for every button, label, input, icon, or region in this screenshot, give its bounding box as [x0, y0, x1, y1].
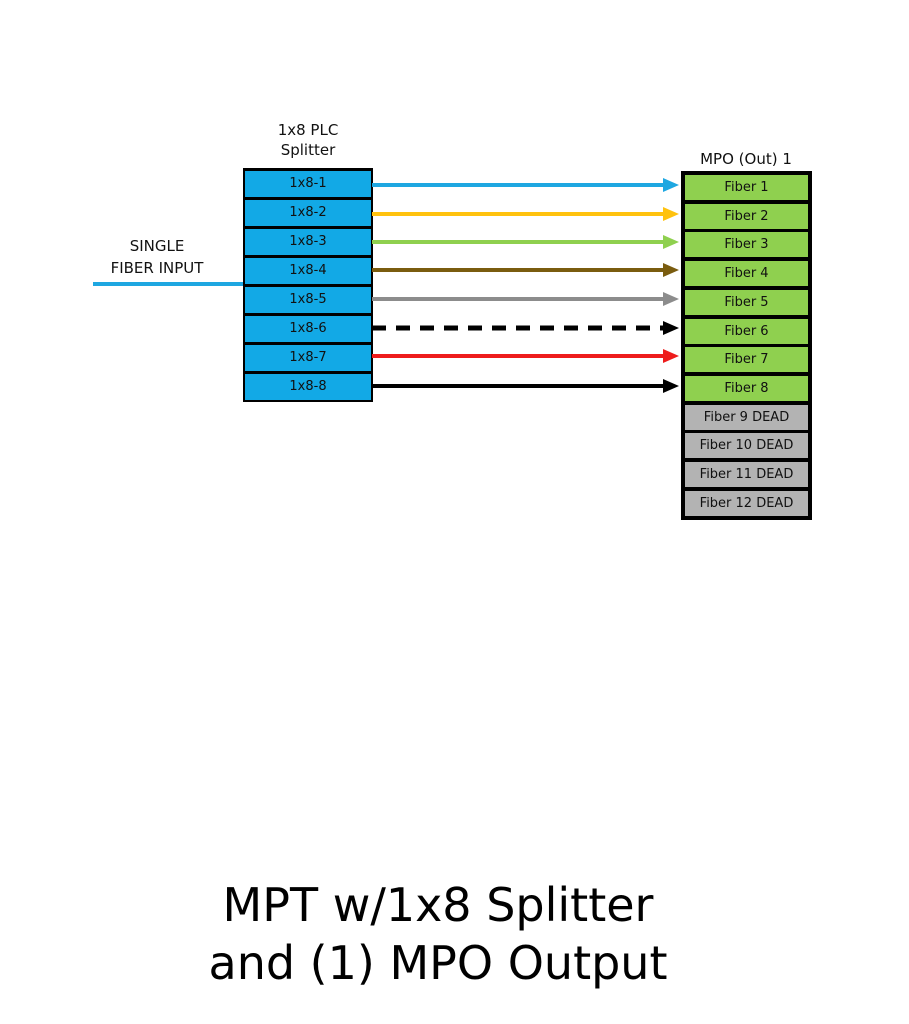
splitter-port: 1x8-4 [245, 258, 371, 284]
mpo-fiber-live: Fiber 7 [685, 347, 808, 372]
mpo-fiber-live: Fiber 4 [685, 261, 808, 286]
mpo-fiber-live: Fiber 2 [685, 204, 808, 229]
splitter-title: 1x8 PLC Splitter [243, 120, 373, 160]
arrowhead [663, 178, 679, 192]
input-label: SINGLE FIBER INPUT [97, 235, 217, 279]
input-label-line1: SINGLE [129, 237, 185, 255]
splitter-port: 1x8-6 [245, 316, 371, 342]
mpo-fiber-live: Fiber 8 [685, 376, 808, 401]
mpo-fiber-live: Fiber 3 [685, 232, 808, 257]
splitter-port: 1x8-8 [245, 374, 371, 400]
splitter-box: 1x8-1 1x8-2 1x8-3 1x8-4 1x8-5 1x8-6 1x8-7 1x8-8 [243, 168, 373, 402]
mpo-title: MPO (Out) 1 [700, 150, 792, 168]
arrowhead [663, 321, 679, 335]
caption-line2: and (1) MPO Output [208, 936, 668, 990]
mpo-fiber-live: Fiber 6 [685, 319, 808, 344]
arrowhead [663, 292, 679, 306]
arrowhead [663, 349, 679, 363]
splitter-port: 1x8-2 [245, 200, 371, 226]
mpo-fiber-live: Fiber 5 [685, 290, 808, 315]
arrowhead [663, 263, 679, 277]
splitter-port: 1x8-5 [245, 287, 371, 313]
splitter-title-line2: Splitter [280, 141, 336, 159]
arrowhead [663, 207, 679, 221]
splitter-port: 1x8-7 [245, 345, 371, 371]
mpo-fiber-dead: Fiber 10 DEAD [685, 433, 808, 458]
diagram-caption: MPT w/1x8 Splitter and (1) MPO Output [0, 876, 876, 992]
arrowhead [663, 235, 679, 249]
input-label-line2: FIBER INPUT [110, 259, 204, 277]
splitter-port: 1x8-1 [245, 171, 371, 197]
splitter-title-line1: 1x8 PLC [277, 121, 339, 139]
mpo-fiber-dead: Fiber 9 DEAD [685, 405, 808, 430]
arrowhead [663, 379, 679, 393]
mpo-connector: Fiber 1 Fiber 2 Fiber 3 Fiber 4 Fiber 5 Fiber… [681, 171, 812, 520]
input-fiber-line [93, 282, 244, 286]
mpo-fiber-dead: Fiber 12 DEAD [685, 491, 808, 516]
mpo-fiber-live: Fiber 1 [685, 175, 808, 200]
caption-line1: MPT w/1x8 Splitter [222, 878, 654, 932]
mpo-fiber-dead: Fiber 11 DEAD [685, 462, 808, 487]
splitter-port: 1x8-3 [245, 229, 371, 255]
